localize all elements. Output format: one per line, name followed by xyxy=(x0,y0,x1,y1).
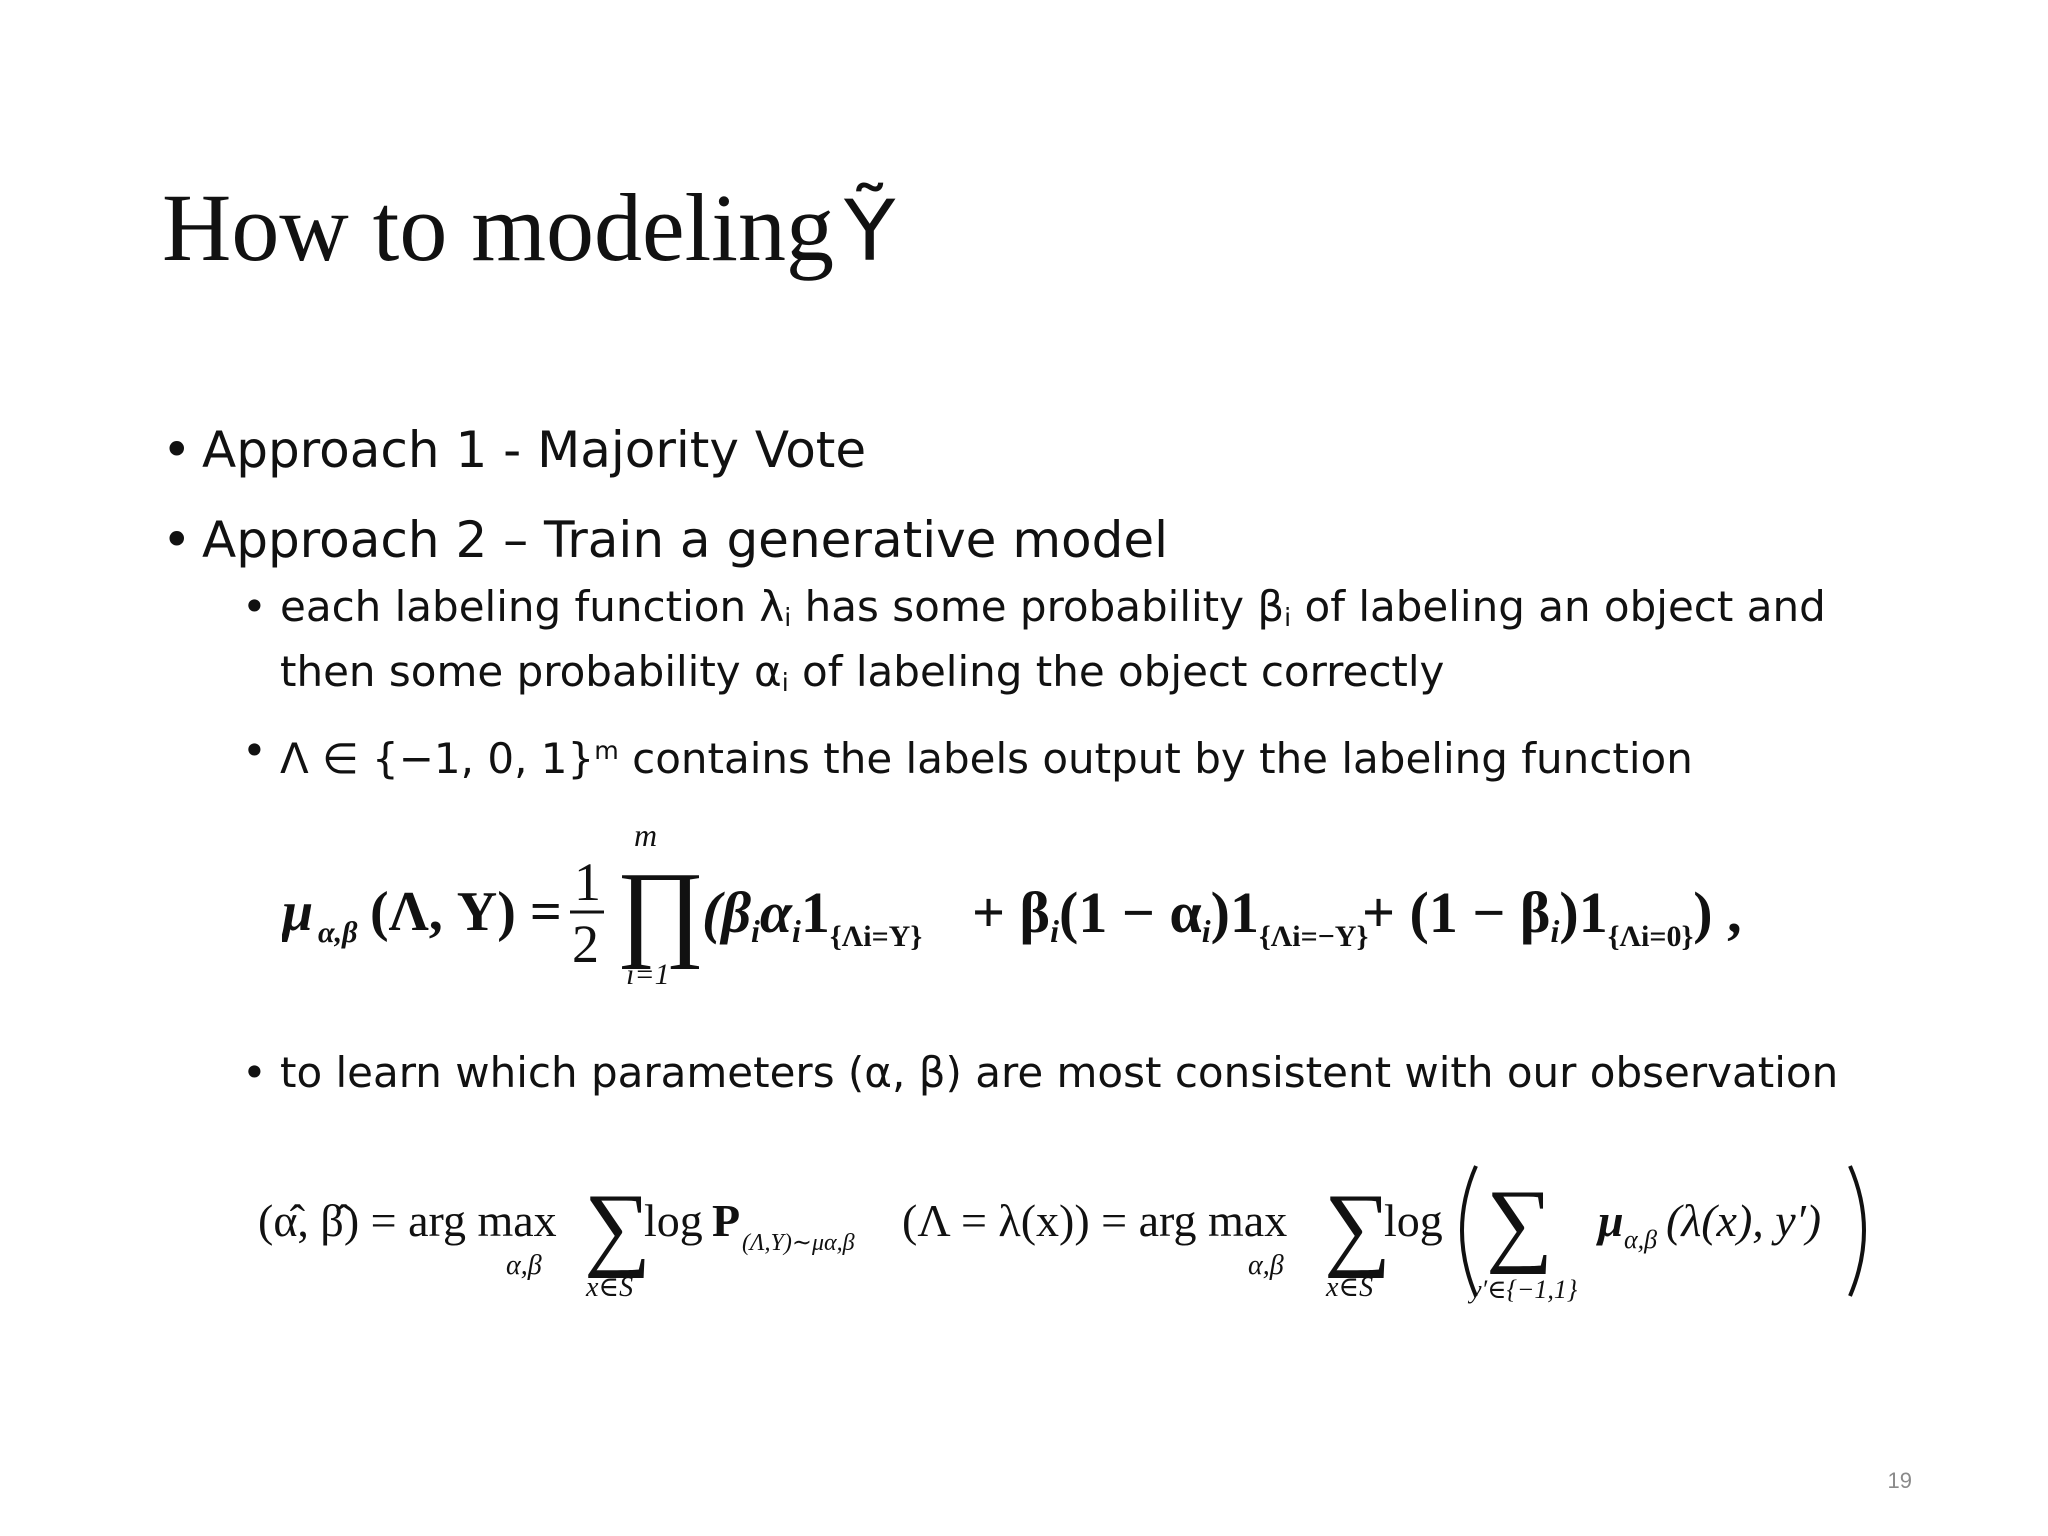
eq1-args: (Λ, Y) = xyxy=(370,881,562,943)
title-symbol: Ỹ xyxy=(843,182,896,280)
eq2-log-2: log xyxy=(1384,1195,1443,1246)
eq2-lhs: (α̂, β̂) = arg max xyxy=(258,1195,557,1246)
bullet-approach-2: • Approach 2 – Train a generative model xyxy=(162,508,1922,572)
eq2-mu-args: (λ(x), y′) xyxy=(1666,1195,1821,1246)
sub-bullet-lambda: • Λ ∈ {−1, 0, 1}m contains the labels ou… xyxy=(242,724,1922,786)
sub-bullet-dot-icon: • xyxy=(242,726,267,776)
page-number: 19 xyxy=(1887,1468,1912,1493)
bullet-dot-icon: • xyxy=(162,421,192,479)
sub-bullet-parameters: • to learn which parameters (α, β) are m… xyxy=(242,1046,1922,1100)
equation-2: (α̂, β̂) = arg max α,β ∑ x∈S log P (Λ,Y)… xyxy=(258,1165,1866,1304)
sub-bullet-text: to learn which parameters (α, β) are mos… xyxy=(280,1048,1839,1097)
eq1-term3: + (1 − βi)1{Λi=0}) , xyxy=(1362,880,1742,953)
eq2-sum-icon-2: ∑ xyxy=(1324,1175,1391,1279)
sub-bullet-text: Λ ∈ {−1, 0, 1} xyxy=(280,733,595,783)
eq2-right-paren xyxy=(1848,1165,1866,1297)
eq2-sum-sub: x∈S xyxy=(585,1272,633,1303)
bullet-list: • Approach 1 - Majority Vote • Approach … xyxy=(162,418,1922,786)
eq1-term2: + βi(1 − αi)1{Λi=−Y} xyxy=(972,880,1368,953)
title-text: How to modeling xyxy=(162,174,834,281)
eq2-left-paren xyxy=(1460,1165,1478,1297)
eq1-mu-sub: α,β xyxy=(318,916,358,949)
eq1-mu: μ xyxy=(282,881,313,943)
bullet-text: Approach 1 - Majority Vote xyxy=(202,421,867,479)
bullet-dot-icon: • xyxy=(162,511,192,569)
bullet-list-2: • to learn which parameters (α, β) are m… xyxy=(162,1046,1922,1100)
eq2-P-sub: (Λ,Y)∼μα,β xyxy=(742,1230,855,1256)
sub-bullet-text: contains the labels output by the labeli… xyxy=(618,733,1693,783)
eq1-frac-num: 1 xyxy=(574,852,601,912)
eq1-prod-top: m xyxy=(634,820,657,853)
eq2-middle: (Λ = λ(x)) = arg max xyxy=(902,1195,1287,1246)
eq1-term1: (βiαi1{Λi=Y} xyxy=(702,880,922,953)
bullet-approach-1: • Approach 1 - Majority Vote xyxy=(162,418,1922,482)
eq1-frac-den: 2 xyxy=(572,914,599,974)
eq2-inner-sum-sub: y′∈{−1,1} xyxy=(1467,1275,1578,1304)
sub-bullet-text: each labeling function λ xyxy=(280,582,785,631)
sub-bullet-text: of labeling an object and then some prob… xyxy=(280,582,1826,697)
sub-bullet-dot-icon: • xyxy=(242,582,267,631)
eq2-sum-icon: ∑ xyxy=(584,1175,651,1279)
superscript: m xyxy=(594,736,619,766)
eq2-mu-sub: α,β xyxy=(1624,1225,1657,1254)
eq2-sum-sub-2: x∈S xyxy=(1325,1272,1373,1303)
equation-1: μ α,β (Λ, Y) = 1 2 m ∏ i=1 (βiαi1{Λi=Y} … xyxy=(282,820,1742,990)
eq2-mu: μ xyxy=(1596,1195,1624,1246)
subscript: i xyxy=(1284,603,1292,633)
eq2-argsub-2: α,β xyxy=(1248,1250,1284,1281)
eq1-prod-icon: ∏ xyxy=(616,851,705,970)
eq2-inner-sum-icon: ∑ xyxy=(1486,1171,1553,1275)
eq2-P: P xyxy=(712,1195,740,1246)
eq2-argsub: α,β xyxy=(506,1250,542,1281)
eq1-prod-bottom: i=1 xyxy=(626,958,670,990)
eq2-log: log xyxy=(644,1195,703,1246)
sub-bullet-dot-icon: • xyxy=(242,1048,267,1097)
bullet-text: Approach 2 – Train a generative model xyxy=(202,511,1169,569)
sub-bullet-text: has some probability β xyxy=(791,582,1285,631)
subscript: i xyxy=(784,603,792,633)
sub-bullet-labeling-function: • each labeling function λi has some pro… xyxy=(242,580,1920,710)
subscript: i xyxy=(781,668,789,698)
sub-bullet-text: of labeling the object correctly xyxy=(788,647,1445,697)
